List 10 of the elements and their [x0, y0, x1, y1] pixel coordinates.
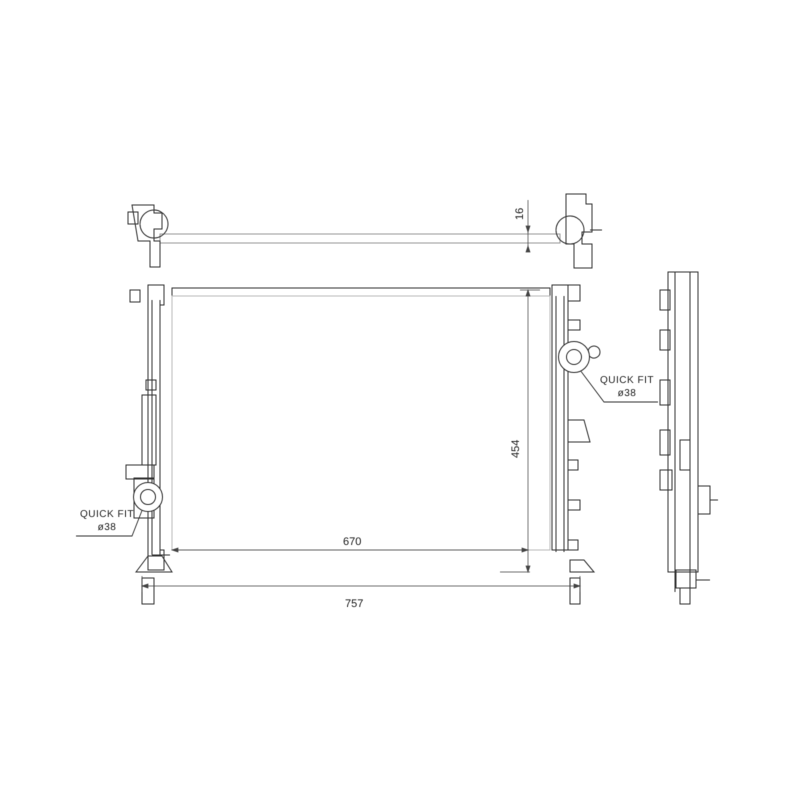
outlet-pipe	[558, 341, 590, 373]
dimension-value: 757	[345, 598, 364, 610]
dimension-value: 454	[510, 440, 522, 458]
callout-text: QUICK FIT ø38	[599, 374, 655, 400]
leader-line	[580, 370, 658, 402]
callout-text: QUICK FIT ø38	[79, 508, 135, 534]
leader-line	[76, 510, 142, 536]
dimension-value: 16	[514, 208, 526, 220]
outlet-pipe	[133, 482, 163, 512]
dimension-value: 670	[343, 536, 362, 548]
